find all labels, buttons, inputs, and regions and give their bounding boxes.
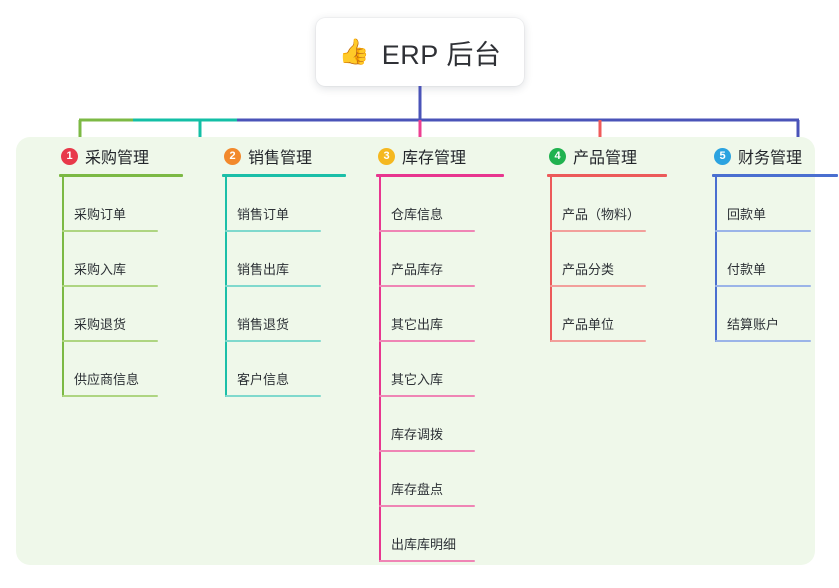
leaf-item-label: 客户信息 [237,372,290,387]
leaf-item-label: 销售订单 [237,207,290,222]
leaf-item-underline [379,505,475,507]
leaf-item-underline [379,340,475,342]
branch-column-1: 1 采购管理采购订单采购入库采购退货供应商信息 [39,137,199,397]
leaf-item[interactable]: 回款单 [715,177,827,232]
branch-badge-1: 1 [61,147,78,165]
branch-column-4: 4 产品管理产品（物料） 产品分类产品单位 [527,137,687,342]
leaf-item[interactable]: 库存调拨 [379,397,491,452]
leaf-item[interactable]: 结算账户 [715,287,827,342]
branch-badge-5: 5 [714,147,731,165]
leaf-item-label: 产品（物料） [562,207,641,222]
leaf-item-underline [550,340,646,342]
branch-header-2[interactable]: 2 销售管理 [202,137,362,175]
leaf-item-underline [379,285,475,287]
leaf-item-underline [62,285,158,287]
branch-spine-5 [715,177,717,342]
leaf-item-label: 采购退货 [74,317,127,332]
leaf-item[interactable]: 其它出库 [379,287,491,342]
leaf-item-underline [62,395,158,397]
branch-badge-2: 2 [224,147,241,165]
leaf-item[interactable]: 出库库明细 [379,507,491,562]
leaf-item-underline [550,230,646,232]
leaf-item[interactable]: 采购入库 [62,232,174,287]
leaf-item-label: 产品单位 [562,317,615,332]
leaf-item[interactable]: 仓库信息 [379,177,491,232]
branch-title-3: 库存管理 [402,150,467,167]
branch-title-2: 销售管理 [248,150,313,167]
leaf-item-underline [379,450,475,452]
branch-title-1: 采购管理 [85,150,150,167]
leaf-item[interactable]: 销售出库 [225,232,337,287]
leaf-item-underline [62,230,158,232]
leaf-item[interactable]: 库存盘点 [379,452,491,507]
leaf-item[interactable]: 销售退货 [225,287,337,342]
leaf-item[interactable]: 产品（物料） [550,177,662,232]
leaf-item-underline [379,395,475,397]
leaf-item[interactable]: 产品库存 [379,232,491,287]
branch-column-2: 2 销售管理销售订单销售出库销售退货客户信息 [202,137,362,397]
leaf-item-underline [225,340,321,342]
leaf-item-label: 采购订单 [74,207,127,222]
leaf-item-underline [715,285,811,287]
leaf-item[interactable]: 产品分类 [550,232,662,287]
leaf-item-underline [715,340,811,342]
branch-column-5: 5 财务管理回款单付款单结算账户 [692,137,839,342]
branch-underline-4 [547,174,667,177]
leaf-item-label: 其它出库 [391,317,444,332]
leaf-item-underline [379,560,475,562]
leaf-item[interactable]: 供应商信息 [62,342,174,397]
branch-column-3: 3 库存管理仓库信息产品库存其它出库其它入库库存调拨库存盘点出库库明细 [356,137,516,562]
branch-underline-3 [376,174,504,177]
branch-header-4[interactable]: 4 产品管理 [527,137,687,175]
leaf-item-label: 产品分类 [562,262,615,277]
leaf-item-label: 销售出库 [237,262,290,277]
root-title: ERP 后台 [381,39,502,70]
leaf-item-label: 产品库存 [391,262,444,277]
branch-badge-4: 4 [549,147,566,165]
leaf-item[interactable]: 客户信息 [225,342,337,397]
branch-spine-2 [225,177,227,397]
branch-spine-4 [550,177,552,342]
leaf-item-label: 其它入库 [391,372,444,387]
leaf-item-underline [550,285,646,287]
branch-header-5[interactable]: 5 财务管理 [692,137,839,175]
thumbs-up-icon: 👍 [338,37,370,66]
leaf-item[interactable]: 采购退货 [62,287,174,342]
branch-underline-5 [712,174,838,177]
leaf-item-label: 供应商信息 [74,372,140,387]
leaf-item[interactable]: 销售订单 [225,177,337,232]
leaf-item-label: 出库库明细 [391,537,457,552]
branches-panel: 1 采购管理采购订单采购入库采购退货供应商信息 2 销售管理销售订单销售出库销售退货客… [16,137,838,565]
root-node-content: 👍 ERP 后台 [339,33,502,72]
leaf-item-label: 仓库信息 [391,207,444,222]
branch-title-5: 财务管理 [738,150,803,167]
leaf-item-label: 销售退货 [237,317,290,332]
root-node[interactable]: 👍 ERP 后台 [316,18,524,86]
branch-underline-2 [222,174,346,177]
leaf-item[interactable]: 其它入库 [379,342,491,397]
leaf-item-underline [225,285,321,287]
leaf-item-label: 回款单 [727,207,767,222]
leaf-item[interactable]: 产品单位 [550,287,662,342]
leaf-item-label: 付款单 [727,262,767,277]
leaf-item-underline [225,230,321,232]
leaf-item[interactable]: 采购订单 [62,177,174,232]
leaf-item-underline [715,230,811,232]
leaf-item-label: 库存盘点 [391,482,444,497]
leaf-item[interactable]: 付款单 [715,232,827,287]
leaf-item-underline [62,340,158,342]
leaf-item-label: 采购入库 [74,262,127,277]
leaf-item-label: 库存调拨 [391,427,444,442]
leaf-item-underline [379,230,475,232]
branch-title-4: 产品管理 [573,150,638,167]
branch-underline-1 [59,174,183,177]
branch-header-3[interactable]: 3 库存管理 [356,137,516,175]
branch-badge-3: 3 [378,147,395,165]
leaf-item-label: 结算账户 [727,317,780,332]
branch-spine-3 [379,177,381,562]
leaf-item-underline [225,395,321,397]
branch-spine-1 [62,177,64,397]
branch-header-1[interactable]: 1 采购管理 [39,137,199,175]
